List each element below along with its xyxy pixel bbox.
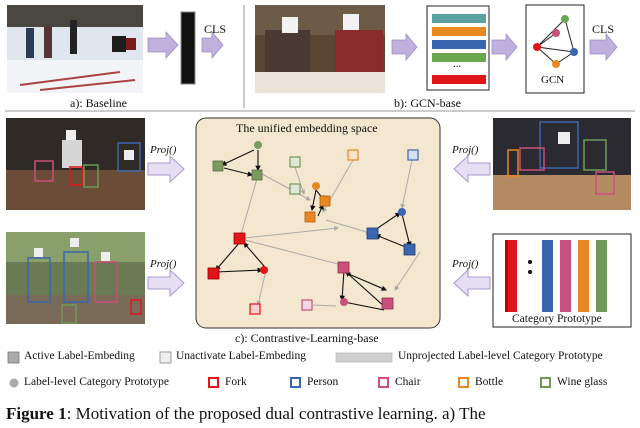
bottle-label: Bottle — [475, 376, 503, 388]
label-embedding-stack — [427, 6, 489, 90]
baseline-caption: a): Baseline — [70, 96, 127, 111]
legend-unprojected: Unprojected Label-level Category Prototy… — [398, 350, 603, 362]
chair-label: Chair — [395, 376, 421, 388]
proj-label-right-bottom: Proj() — [452, 258, 478, 270]
cls-arrow-b — [590, 34, 617, 60]
dining-photo-left-bottom — [6, 232, 145, 324]
gcn-arrow-2 — [492, 34, 517, 60]
figure-caption: Figure 1: Motivation of the proposed dua… — [6, 404, 486, 424]
legend-person: Person — [290, 376, 338, 388]
gcn-photo — [255, 5, 385, 93]
baseline-photo — [7, 5, 143, 93]
figure-caption-label: Figure 1 — [6, 404, 67, 423]
dining-photo-left-top — [6, 118, 145, 210]
proj-arrow-right-bottom — [454, 270, 490, 296]
proj-label-left-bottom: Proj() — [150, 258, 176, 270]
proj-arrow-right-top — [454, 156, 490, 182]
legend-inactive: Unactivate Label-Embeding — [176, 350, 306, 362]
legend-prototype: Label-level Category Prototype — [24, 376, 169, 388]
legend-bottle: Bottle — [458, 376, 503, 388]
gcn-label: GCN — [541, 74, 564, 86]
legend-fork: Fork — [208, 376, 247, 388]
proj-label-right-top: Proj() — [452, 144, 478, 156]
chair-swatch — [378, 377, 389, 388]
prototype-caption: Category Prototype — [512, 313, 602, 325]
gcn-caption: b): GCN-base — [394, 96, 461, 111]
embedding-title: The unified embedding space — [236, 121, 378, 136]
fork-swatch — [208, 377, 219, 388]
ellipsis-label: ... — [453, 58, 461, 70]
proj-arrow-left-top — [148, 156, 184, 182]
figure-caption-text: : Motivation of the proposed dual contra… — [67, 404, 486, 423]
cls-label-b: CLS — [592, 22, 614, 37]
baseline-arrow — [148, 32, 178, 58]
person-label: Person — [307, 376, 338, 388]
contrastive-caption: c): Contrastive-Learning-base — [235, 331, 379, 346]
feature-bar — [181, 12, 195, 84]
wine-glass-label: Wine glass — [557, 376, 607, 388]
gcn-arrow-1 — [392, 34, 417, 60]
legend-chair: Chair — [378, 376, 421, 388]
dining-photo-right-top — [493, 118, 631, 210]
proj-arrow-left-bottom — [148, 270, 184, 296]
wine-glass-swatch — [540, 377, 551, 388]
bottle-swatch — [458, 377, 469, 388]
proj-label-left-top: Proj() — [150, 144, 176, 156]
person-swatch — [290, 377, 301, 388]
fork-label: Fork — [225, 376, 247, 388]
embedding-space-box — [196, 118, 440, 328]
legend-active: Active Label-Embeding — [24, 350, 135, 362]
cls-label-a: CLS — [204, 22, 226, 37]
legend-wine-glass: Wine glass — [540, 376, 607, 388]
